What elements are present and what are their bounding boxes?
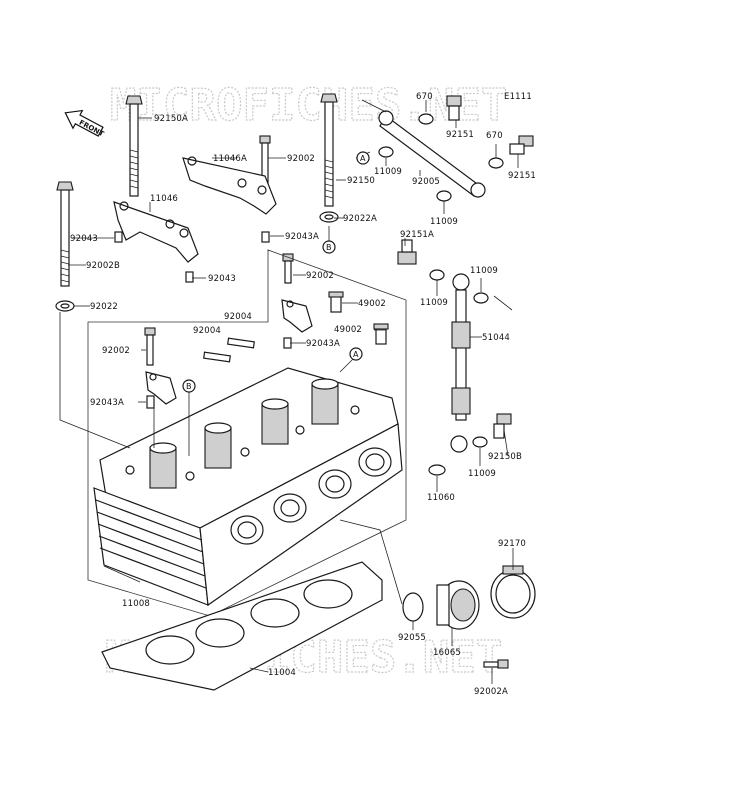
svg-text:B: B (326, 243, 332, 252)
label-92150: 92150 (347, 176, 375, 186)
label-49002-2: 49002 (334, 325, 362, 335)
label-92055: 92055 (398, 633, 426, 643)
label-92002A: 92002A (474, 687, 508, 697)
label-11009-3: 11009 (470, 266, 498, 276)
clamp-92170 (490, 565, 536, 619)
svg-text:A: A (353, 350, 359, 359)
dowel-92043A-1 (261, 231, 270, 243)
label-92151-top: 92151 (446, 130, 474, 140)
bolt-92002-left (144, 327, 156, 366)
washer-11009-3 (429, 269, 445, 281)
label-92022A: 92022A (343, 214, 377, 224)
washer-11009-1 (378, 146, 394, 158)
label-11009-2: 11009 (430, 217, 458, 227)
label-92004-1: 92004 (224, 312, 252, 322)
label-92043A-2: 92043A (306, 339, 340, 349)
dowel-92043A-3 (146, 395, 155, 409)
label-92004-2: 92004 (193, 326, 221, 336)
svg-text:B: B (186, 382, 192, 391)
label-51044: 51044 (482, 333, 510, 343)
label-92002B: 92002B (86, 261, 120, 271)
label-11009-5: 11009 (468, 469, 496, 479)
banjo-bolt-92151A (397, 239, 417, 265)
label-92170: 92170 (498, 539, 526, 549)
cap-small-left (145, 371, 177, 405)
callout-b-2: B (182, 379, 196, 393)
washer-92022 (55, 300, 75, 312)
intake-holder-16065 (436, 580, 480, 630)
label-670-top: 670 (416, 92, 433, 102)
head-gasket-11004 (101, 561, 383, 691)
cap-small-mid (281, 299, 313, 333)
label-11009-1: 11009 (374, 167, 402, 177)
label-11046: 11046 (150, 194, 178, 204)
label-92043A-3: 92043A (90, 398, 124, 408)
svg-text:A: A (360, 154, 366, 163)
washer-11009-2 (436, 190, 452, 202)
label-92150B: 92150B (488, 452, 522, 462)
label-92043-2: 92043 (208, 274, 236, 284)
o-ring-670-mid (488, 157, 504, 169)
callout-a-2: A (349, 347, 363, 361)
bolt-92150B (493, 413, 512, 439)
label-92151A: 92151A (400, 230, 434, 240)
label-11060: 11060 (427, 493, 455, 503)
label-49002-1: 49002 (358, 299, 386, 309)
dowel-92043-1 (114, 231, 123, 243)
label-11009-4: 11009 (420, 298, 448, 308)
bolt-92002B (56, 181, 74, 287)
front-arrow-icon: FRONT (64, 109, 105, 138)
label-11004: 11004 (268, 668, 296, 678)
label-92043-1: 92043 (70, 234, 98, 244)
washer-11060 (428, 464, 446, 476)
watermark-top: MICROFICHES.NET (110, 80, 507, 131)
label-92022: 92022 (90, 302, 118, 312)
label-16065: 16065 (433, 648, 461, 658)
label-11008: 11008 (122, 599, 150, 609)
cylinder-head-11008 (93, 367, 403, 607)
callout-a-1: A (356, 151, 370, 165)
bolt-92002A (483, 659, 509, 669)
dowel-92043-2 (185, 271, 194, 283)
callout-b-1: B (322, 240, 336, 254)
washer-11009-4 (473, 292, 489, 304)
label-92151-mid: 92151 (508, 171, 536, 181)
washer-92022A (319, 211, 339, 223)
bolt-92150A (125, 95, 143, 197)
label-92150A: 92150A (154, 114, 188, 124)
oil-hose-51044 (450, 273, 471, 453)
camshaft-cap-11046A (182, 156, 277, 215)
fitting-49002-1 (328, 291, 344, 313)
dowel-92043A-2 (283, 337, 292, 349)
label-11046A: 11046A (213, 154, 247, 164)
head-group-outline (87, 249, 407, 617)
label-92002-left: 92002 (102, 346, 130, 356)
label-92043A-1: 92043A (285, 232, 319, 242)
banjo-bolt-92151-top (446, 95, 462, 121)
label-670-mid: 670 (486, 131, 503, 141)
label-92002-mid: 92002 (306, 271, 334, 281)
oil-pipe-92005 (378, 110, 486, 198)
camshaft-cap-11046 (113, 201, 199, 263)
stud-92004 (203, 337, 255, 363)
banjo-bolt-92151-mid (509, 135, 534, 155)
fitting-49002-2 (373, 323, 389, 345)
o-ring-92055 (402, 592, 424, 622)
label-92002-top: 92002 (287, 154, 315, 164)
diagram-code: E1111 (504, 92, 532, 102)
washer-11009-5 (472, 436, 488, 448)
bolt-92150 (320, 93, 338, 207)
label-92005: 92005 (412, 177, 440, 187)
o-ring-670-top (418, 113, 434, 125)
